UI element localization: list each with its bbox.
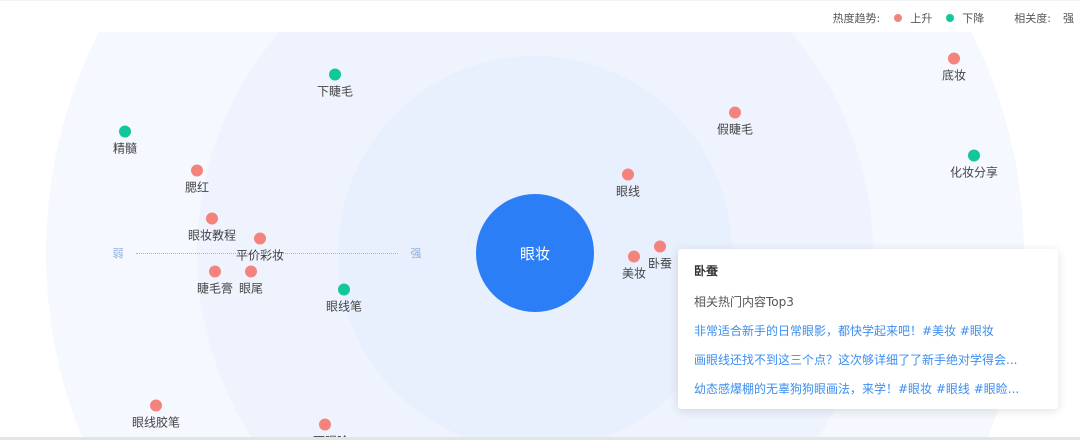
- tooltip-subtitle: 相关热门内容Top3: [694, 295, 794, 309]
- legend-up-label: 上升: [910, 12, 933, 25]
- trend-down-dot-icon: [967, 149, 980, 162]
- trend-up-dot-icon: [728, 106, 741, 119]
- trend-down-dot-icon: [337, 283, 350, 296]
- keyword-node[interactable]: 睫毛膏: [196, 265, 234, 297]
- keyword-label: 底妆: [941, 68, 967, 83]
- relevance-legend-label: 相关度:: [1014, 12, 1051, 25]
- trend-up-dot-icon: [205, 212, 218, 225]
- down-dot-icon: [946, 14, 955, 22]
- center-node[interactable]: 眼妆: [476, 194, 594, 312]
- trend-down-dot-icon: [328, 68, 341, 81]
- keyword-node[interactable]: 眼妆教程: [187, 212, 237, 244]
- axis-strong-label: 强: [410, 247, 422, 260]
- keyword-node[interactable]: 一下眼睑: [301, 418, 349, 438]
- keyword-label: 腮红: [184, 180, 210, 195]
- trend-up-dot-icon: [627, 250, 640, 263]
- legend-item-up[interactable]: 上升: [894, 10, 932, 26]
- keyword-node[interactable]: 眼线: [615, 168, 641, 200]
- keyword-node[interactable]: 下睫毛: [316, 68, 354, 100]
- relevance-chart: 弱 强 眼妆 下睫毛精髓腮红眼妆教程平价彩妆睫毛膏眼尾眼线笔眼线胶笔一下眼睑 底妆…: [0, 32, 1080, 437]
- keyword-label: 眼线笔: [325, 299, 363, 314]
- keyword-label: 精髓: [112, 141, 138, 156]
- trend-up-dot-icon: [208, 265, 221, 278]
- keyword-node[interactable]: 精髓: [112, 125, 138, 157]
- keyword-label: 眼线胶笔: [131, 415, 181, 430]
- chart-header: 热度趋势: 上升 下降 相关度: 强: [0, 0, 1080, 32]
- keyword-node[interactable]: 眼线胶笔: [131, 399, 181, 431]
- keyword-node[interactable]: 平价彩妆: [235, 232, 285, 264]
- relevance-legend-value: 强: [1063, 12, 1074, 25]
- keyword-node[interactable]: 腮红: [184, 164, 210, 196]
- keyword-label: 眼线: [615, 184, 641, 199]
- keyword-label: 假睫毛: [716, 122, 754, 137]
- keyword-node[interactable]: 化妆分享: [949, 149, 999, 181]
- keyword-label: 美妆: [621, 266, 647, 281]
- keyword-node[interactable]: 卧蚕: [647, 240, 673, 272]
- relevance-axis-line: [136, 253, 398, 254]
- bottom-divider: [0, 437, 1080, 440]
- keyword-node[interactable]: 眼尾: [238, 265, 264, 297]
- trend-up-dot-icon: [318, 418, 331, 431]
- tooltip-link[interactable]: 幼态感爆棚的无辜狗狗眼画法，来学！#眼妆 #眼线 #眼睑...: [694, 382, 1020, 396]
- legend: 热度趋势: 上升 下降 相关度: 强: [833, 10, 1074, 26]
- keyword-node[interactable]: 美妆: [621, 250, 647, 282]
- tooltip-title: 卧蚕: [694, 264, 719, 278]
- trend-legend-label: 热度趋势:: [832, 12, 881, 25]
- trend-down-dot-icon: [118, 125, 131, 138]
- legend-item-down[interactable]: 下降: [946, 10, 984, 26]
- keyword-label: 一下眼睑: [301, 433, 349, 438]
- node-tooltip: 卧蚕 相关热门内容Top3 非常适合新手的日常眼影，都快学起来吧！#美妆 #眼妆…: [678, 249, 1058, 409]
- trend-up-dot-icon: [253, 232, 266, 245]
- up-dot-icon: [894, 14, 903, 22]
- keyword-label: 眼妆教程: [187, 228, 237, 243]
- legend-down-label: 下降: [962, 12, 985, 25]
- trend-up-dot-icon: [947, 52, 960, 65]
- keyword-label: 睫毛膏: [196, 281, 234, 296]
- trend-up-dot-icon: [653, 240, 666, 253]
- trend-up-dot-icon: [190, 164, 203, 177]
- trend-up-dot-icon: [244, 265, 257, 278]
- keyword-label: 眼尾: [238, 281, 264, 296]
- keyword-node[interactable]: 底妆: [941, 52, 967, 84]
- tooltip-link[interactable]: 画眼线还找不到这三个点？这次够详细了了新手绝对学得会...: [694, 353, 1018, 367]
- keyword-node[interactable]: 眼线笔: [325, 283, 363, 315]
- trend-up-dot-icon: [149, 399, 162, 412]
- keyword-label: 卧蚕: [647, 256, 673, 271]
- keyword-label: 下睫毛: [316, 84, 354, 99]
- trend-up-dot-icon: [621, 168, 634, 181]
- keyword-label: 平价彩妆: [235, 248, 285, 263]
- keyword-node[interactable]: 假睫毛: [716, 106, 754, 138]
- axis-weak-label: 弱: [112, 247, 124, 260]
- keyword-label: 化妆分享: [949, 165, 999, 180]
- tooltip-link[interactable]: 非常适合新手的日常眼影，都快学起来吧！#美妆 #眼妆: [694, 324, 994, 338]
